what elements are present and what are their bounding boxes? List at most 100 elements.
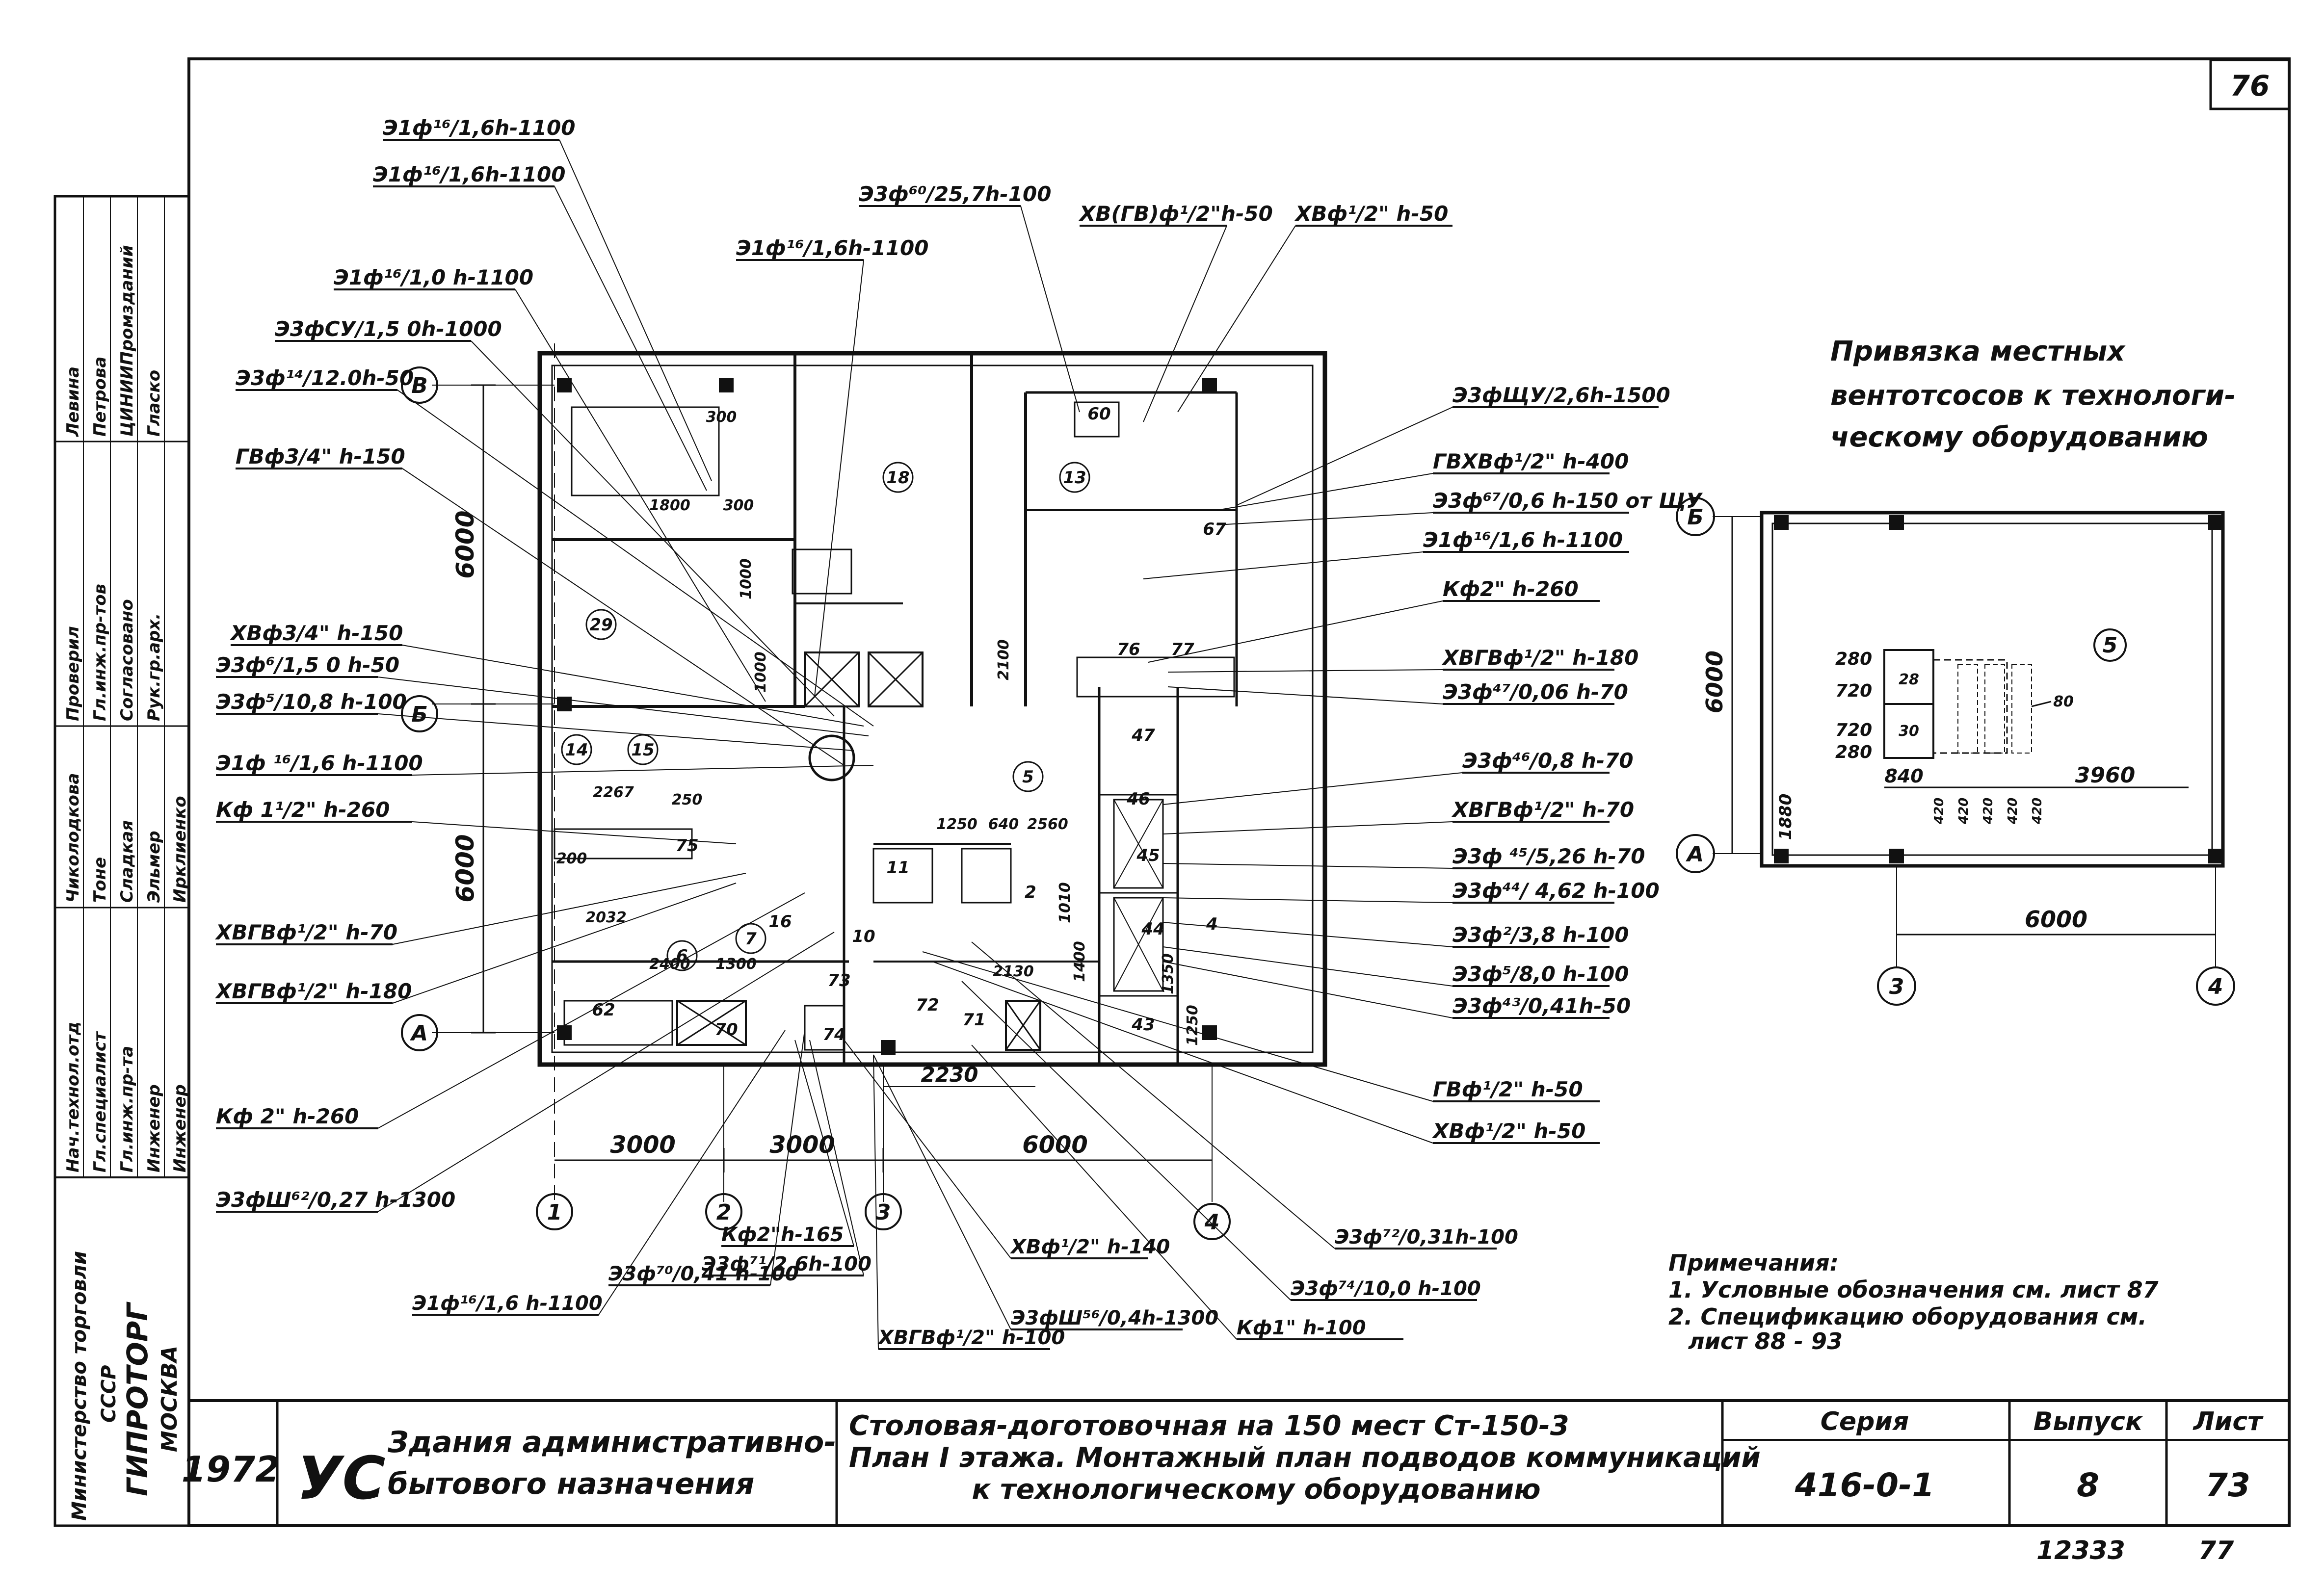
detail-dim-3960: 3960 bbox=[2075, 763, 2135, 788]
series-value: 416-0-1 bbox=[1795, 1466, 1934, 1504]
axis-row-A-bubble bbox=[401, 1014, 438, 1051]
stamp-role: Инженер bbox=[144, 1084, 164, 1172]
detail-title-2: вентотсосов к технологи- bbox=[1830, 380, 2236, 412]
stamp-org-line: ГИПРОТОРГ bbox=[121, 1302, 154, 1496]
inner-dimension: 250 bbox=[672, 791, 703, 808]
stamp-name: ЦИНИИПромзданий bbox=[117, 245, 137, 437]
inner-dimension: 200 bbox=[556, 850, 587, 867]
callout-left: ГВф3/4" h-150 bbox=[236, 444, 405, 469]
issue-label: Выпуск bbox=[2034, 1407, 2143, 1436]
detail-bottom-dim: 420 bbox=[2030, 798, 2045, 825]
title-logo: УС bbox=[297, 1445, 386, 1513]
callout-right: Кф2" h-260 bbox=[1443, 577, 1579, 601]
detail-dim-horizontal: 6000 bbox=[2025, 906, 2087, 933]
inner-dimension: 1300 bbox=[715, 956, 757, 973]
detail-small-dim: 720 bbox=[1835, 720, 1872, 740]
inner-dimension: 300 bbox=[706, 409, 737, 426]
page-number-box bbox=[2209, 58, 2291, 110]
room-number: 77 bbox=[1171, 640, 1194, 659]
room-number: 76 bbox=[1117, 640, 1140, 659]
axis-row-B-bubble bbox=[401, 695, 438, 732]
stamp-name: Глаcко bbox=[144, 370, 164, 437]
room-number: 60 bbox=[1087, 404, 1110, 424]
callout-top: Э3ф⁶⁰/25,7h-100 bbox=[859, 182, 1051, 206]
room-number: 7 bbox=[745, 929, 757, 949]
notes-line-1: 1. Условные обозначения см. лист 87 bbox=[1668, 1276, 2159, 1303]
stamp-role: Инженер bbox=[170, 1084, 190, 1172]
room-number: 4 bbox=[1206, 914, 1218, 934]
callout-left: Кф 1¹/2" h-260 bbox=[216, 798, 390, 822]
callout-left: Э3фШ⁶²/0,27 h-1300 bbox=[216, 1188, 455, 1212]
axis-row-V: В bbox=[411, 373, 428, 398]
sheet-label: Лист bbox=[2192, 1407, 2264, 1436]
inner-dimension: 1000 bbox=[738, 558, 755, 599]
callout-left: ХВф3/4" h-150 bbox=[229, 621, 403, 645]
callout-bottom: Э1ф¹⁶/1,6 h-1100 bbox=[412, 1292, 603, 1315]
axis-col-4-bubble bbox=[1193, 1203, 1231, 1240]
inner-dimension: 1400 bbox=[1071, 941, 1088, 982]
stamp-name: Эльмер bbox=[144, 831, 164, 903]
room-number: 70 bbox=[714, 1020, 738, 1040]
room-number: 73 bbox=[827, 971, 850, 990]
detail-title-1: Привязка местных bbox=[1830, 336, 2126, 367]
room-number: 47 bbox=[1131, 726, 1155, 745]
inner-dimension: 2100 bbox=[995, 639, 1012, 680]
callout-bottom: Кф2"h-165 bbox=[721, 1224, 844, 1246]
title-line-1: Столовая-доготовочная на 150 мест Ст-150… bbox=[849, 1410, 1569, 1442]
callout-right: Э3ф⁶⁷/0,6 h-150 от ЩУ bbox=[1433, 489, 1703, 513]
callout-top: ХВ(ГВ)ф¹/2"h-50 bbox=[1078, 202, 1273, 226]
room-number: 15 bbox=[631, 740, 654, 760]
dim-bottom-2: 3000 bbox=[769, 1131, 835, 1159]
room-number: 74 bbox=[822, 1025, 845, 1044]
callout-right: Э3ф⁴⁴/ 4,62 h-100 bbox=[1452, 879, 1660, 903]
room-number: 75 bbox=[675, 836, 698, 856]
detail-dim-840: 840 bbox=[1884, 765, 1923, 787]
axis-row-V-bubble bbox=[401, 366, 438, 404]
dim-bottom-3: 6000 bbox=[1022, 1131, 1088, 1159]
callout-left: Э1ф¹⁶/1,6h-1100 bbox=[383, 116, 575, 140]
callout-bottom: Э3ф⁷⁴/10,0 h-100 bbox=[1291, 1277, 1481, 1300]
room-number: 71 bbox=[962, 1010, 985, 1030]
notes-line-3: лист 88 - 93 bbox=[1688, 1328, 1843, 1354]
title-line-3: к технологическому оборудованию bbox=[972, 1474, 1540, 1506]
floor-plan bbox=[432, 343, 1327, 1202]
room-number: 2 bbox=[1025, 883, 1036, 902]
stamp-role: Нач.технол.отд bbox=[63, 1021, 83, 1172]
callout-bottom: Э3фШ⁵⁶/0,4h-1300 bbox=[1011, 1307, 1218, 1329]
detail-bottom-dim: 420 bbox=[1932, 798, 1947, 825]
callout-right: Э3ф⁴⁷/0,06 h-70 bbox=[1443, 680, 1628, 704]
axis-row-B: Б bbox=[411, 702, 428, 727]
inner-dimension: 640 bbox=[988, 816, 1019, 833]
detail-col-right: 4 bbox=[2208, 974, 2223, 999]
detail-axis-bottom: А bbox=[1686, 842, 1704, 867]
dim-bottom-4: 2230 bbox=[921, 1063, 978, 1087]
detail-axis-top-bubble bbox=[1676, 497, 1715, 536]
room-number: 6 bbox=[676, 946, 688, 966]
dim-bottom-1: 3000 bbox=[610, 1131, 676, 1159]
callout-right: Э3ф⁴⁶/0,8 h-70 bbox=[1462, 749, 1634, 773]
callout-right: ГВф¹/2" h-50 bbox=[1433, 1077, 1583, 1101]
doc-number: 12333 bbox=[2036, 1536, 2125, 1565]
notes-line-2: 2. Спецификацию оборудования см. bbox=[1668, 1303, 2147, 1330]
detail-equipment: 30 bbox=[1899, 723, 1919, 740]
dim-left-lower: 6000 bbox=[451, 834, 479, 902]
detail-col-right-bubble bbox=[2196, 966, 2235, 1006]
callout-right: ХВГВф¹/2" h-180 bbox=[1441, 646, 1638, 670]
stamp-name: Чиколодкова bbox=[63, 773, 83, 903]
stamp-name: Левина bbox=[63, 366, 83, 437]
detail-title-3: ческому оборудованию bbox=[1830, 421, 2208, 453]
axis-col-2: 2 bbox=[716, 1200, 732, 1225]
callout-top: Э1ф¹⁶/1,6h-1100 bbox=[736, 236, 928, 260]
stamp-org-line: СССР bbox=[98, 1365, 120, 1423]
title-line-2: План I этажа. Монтажный план подводов ко… bbox=[849, 1442, 1761, 1474]
stamp-role: Проверил bbox=[63, 626, 83, 721]
detail-small-dim: 280 bbox=[1835, 649, 1872, 669]
callout-bottom: Э3ф⁷¹/2,6h-100 bbox=[702, 1253, 872, 1276]
inner-dimension: 1250 bbox=[936, 816, 977, 833]
room-number: 62 bbox=[592, 1000, 615, 1020]
inner-dimension: 2560 bbox=[1027, 816, 1068, 833]
detail-equipment: 80 bbox=[2053, 693, 2074, 710]
room-number: 44 bbox=[1141, 919, 1164, 939]
